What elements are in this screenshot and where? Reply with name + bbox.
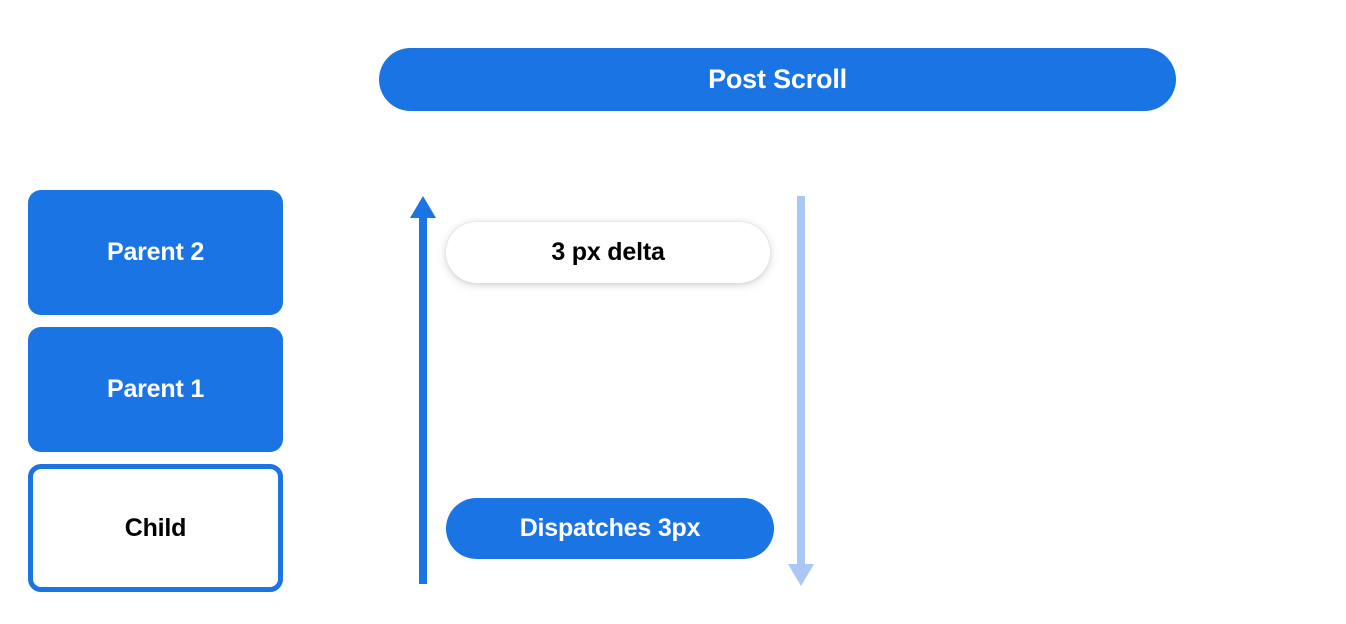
down-arrow-shaft	[797, 196, 805, 564]
up-arrow-shaft	[419, 210, 427, 584]
up-arrow-icon	[410, 196, 436, 584]
delta-pill-label: 3 px delta	[551, 238, 665, 266]
dispatch-pill-label: Dispatches 3px	[519, 514, 701, 542]
box-parent-2-label: Parent 2	[106, 238, 205, 266]
box-parent-1: Parent 1	[28, 327, 283, 452]
up-arrow-head-icon	[410, 196, 436, 218]
post-scroll-header-label: Post Scroll	[708, 64, 847, 94]
box-parent-2: Parent 2	[28, 190, 283, 315]
box-child-label: Child	[124, 513, 187, 542]
down-arrow-icon	[788, 196, 814, 586]
delta-pill: 3 px delta	[446, 222, 770, 283]
box-parent-1-label: Parent 1	[106, 375, 205, 403]
box-child: Child	[28, 464, 283, 592]
dispatch-pill: Dispatches 3px	[446, 498, 774, 559]
down-arrow-head-icon	[788, 564, 814, 586]
post-scroll-header: Post Scroll	[379, 48, 1176, 111]
